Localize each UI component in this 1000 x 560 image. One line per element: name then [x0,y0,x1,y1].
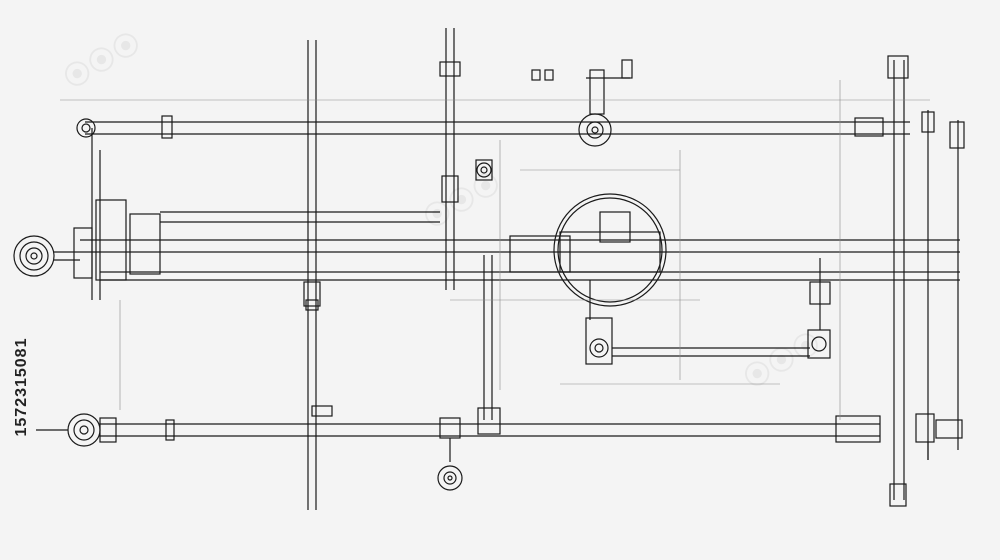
circular-drive-guide [509,193,667,307]
bottom-left-pulley [36,413,117,447]
stock-id-text: 1572315081 [13,337,30,437]
small-gear-top [475,159,493,181]
bottom-hanging-pulley [437,438,463,491]
top-rail [85,115,910,139]
left-pulley-wheel [13,128,101,300]
motor-block-lower [585,317,831,365]
construction-lines [60,80,930,420]
top-left-pulley [76,118,96,138]
top-center-pulley [578,59,633,147]
bottom-right-fitting [915,413,963,460]
main-drive-shaft [80,199,960,281]
bottom-rail [100,405,881,443]
left-mast [303,40,321,510]
small-window-icons [531,69,554,81]
center-vertical-drop [477,255,831,435]
stock-id-label: 1572315081 [0,320,40,460]
center-mast [439,28,461,290]
